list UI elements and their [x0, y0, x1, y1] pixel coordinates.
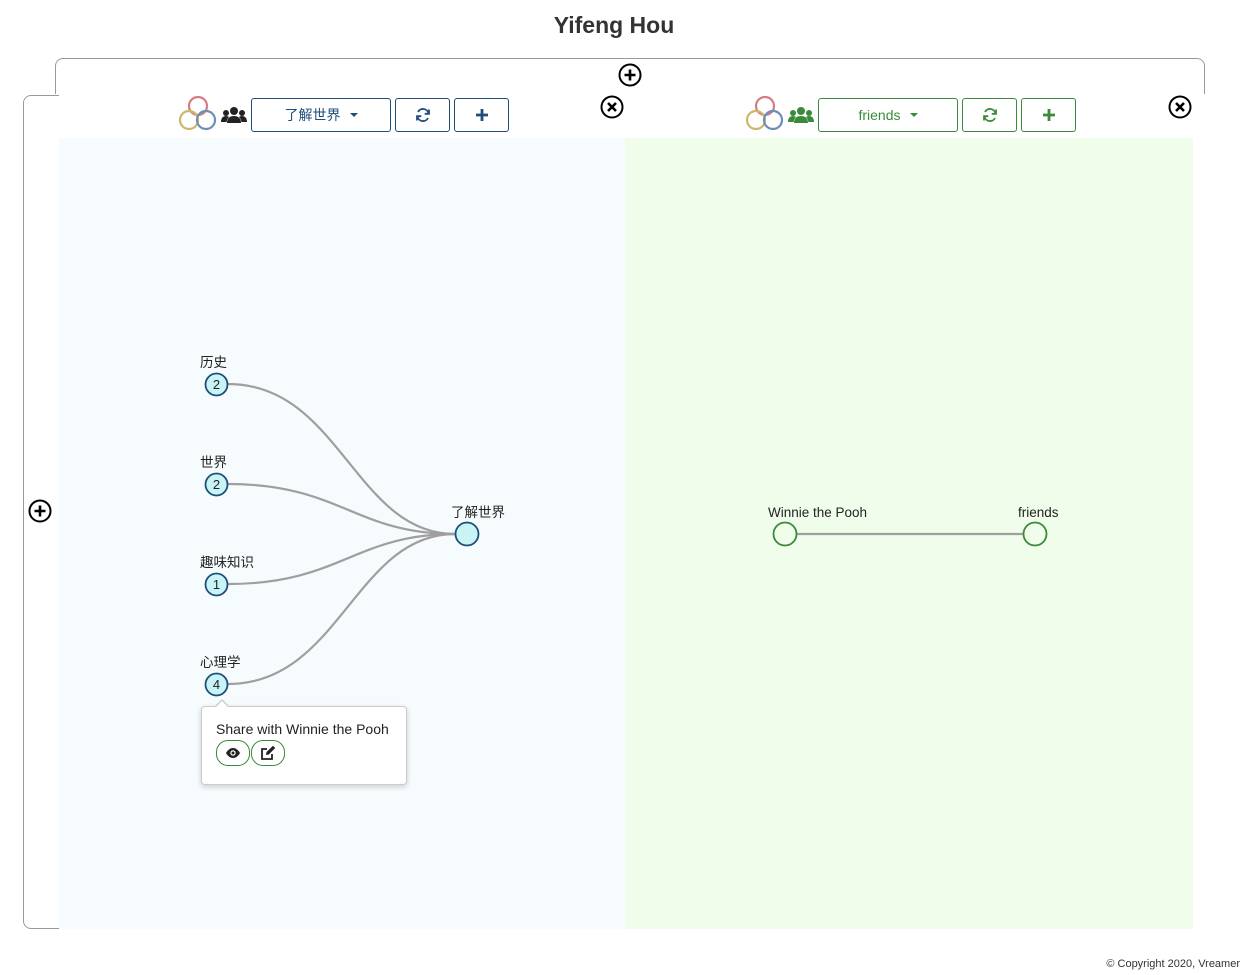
caret-down-icon — [909, 113, 918, 117]
graph-edge — [227, 532, 456, 686]
graph-node[interactable]: 历史 2 — [200, 355, 229, 397]
left-add-button[interactable] — [454, 98, 509, 132]
right-panel-toolbar: friends — [744, 96, 1076, 134]
close-left-panel-button[interactable] — [600, 95, 624, 119]
graph-node[interactable]: 趣味知识 1 — [200, 554, 254, 597]
left-panel-toolbar: 了解世界 — [177, 96, 509, 134]
close-icon — [600, 95, 624, 119]
dropdown-label: 了解世界 — [284, 107, 341, 123]
node-count: 2 — [213, 477, 220, 492]
group-icon[interactable] — [221, 106, 247, 124]
share-edit-button[interactable] — [251, 740, 285, 766]
right-add-button[interactable] — [1021, 98, 1076, 132]
node-label: 趣味知识 — [200, 554, 254, 570]
rings-icon[interactable] — [177, 96, 217, 134]
popover-text: Share with Winnie the Pooh — [216, 721, 389, 737]
graph-node[interactable]: friends — [1018, 505, 1059, 547]
copyright-footer: © Copyright 2020, Vreamer — [1106, 958, 1240, 970]
right-refresh-button[interactable] — [962, 98, 1017, 132]
add-panel-left-button[interactable] — [28, 499, 52, 523]
left-group-dropdown[interactable]: 了解世界 — [251, 98, 391, 132]
node-label: 世界 — [200, 455, 227, 470]
group-icon[interactable] — [788, 106, 814, 124]
popover-buttons — [216, 740, 286, 766]
graph-node[interactable]: 世界 2 — [200, 455, 229, 497]
popover-arrow-inner — [215, 701, 229, 708]
node-count: 1 — [213, 577, 220, 592]
dropdown-label: friends — [858, 107, 901, 123]
edit-icon — [261, 745, 276, 760]
share-popover: Share with Winnie the Pooh — [201, 699, 407, 785]
close-right-panel-button[interactable] — [1168, 95, 1192, 119]
left-refresh-button[interactable] — [395, 98, 450, 132]
node-label: 历史 — [200, 355, 227, 370]
node-label: 心理学 — [200, 655, 241, 670]
caret-down-icon — [349, 113, 358, 117]
plus-circle-icon — [618, 63, 642, 87]
right-group-dropdown[interactable]: friends — [818, 98, 958, 132]
plus-icon — [1042, 109, 1055, 121]
refresh-icon — [415, 108, 430, 122]
node-label: 了解世界 — [451, 505, 505, 520]
add-panel-top-button[interactable] — [618, 63, 642, 87]
plus-icon — [475, 109, 488, 121]
node-count: 2 — [213, 377, 220, 392]
top-add-bar — [55, 58, 1205, 94]
page-title: Yifeng Hou — [553, 12, 675, 38]
left-add-bar — [23, 95, 59, 929]
refresh-icon — [982, 108, 997, 122]
rings-icon[interactable] — [744, 96, 784, 134]
node-label: Winnie the Pooh — [768, 505, 867, 520]
graph-root-node[interactable]: 了解世界 — [451, 505, 505, 547]
left-graph-panel — [59, 138, 625, 929]
graph-edge — [227, 382, 456, 536]
share-view-button[interactable] — [216, 740, 250, 766]
graph-node[interactable]: Winnie the Pooh — [768, 505, 867, 547]
node-count: 4 — [213, 677, 220, 692]
graph-node[interactable]: 心理学 4 — [200, 655, 241, 697]
close-icon — [1168, 95, 1192, 119]
plus-circle-icon — [28, 499, 52, 523]
graph-edge — [227, 482, 456, 536]
eye-icon — [226, 748, 240, 758]
node-label: friends — [1018, 505, 1059, 520]
graph-edge — [227, 532, 456, 586]
